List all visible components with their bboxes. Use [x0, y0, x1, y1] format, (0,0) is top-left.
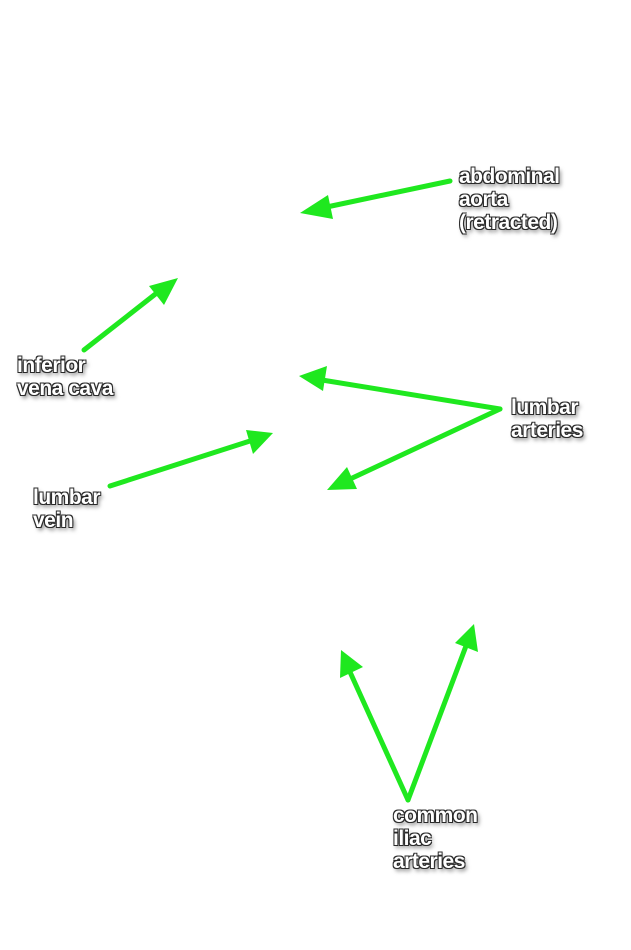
arrow-lumbar-artery-lower [327, 406, 503, 490]
label-line: aorta [459, 188, 508, 211]
label-line: (retracted) [459, 211, 558, 234]
label-line: vena cava [17, 377, 113, 400]
arrow-lumbar-vein [107, 430, 273, 489]
label-abdominal-aorta: abdominal aorta (retracted) [459, 165, 560, 234]
label-line: abdominal [459, 165, 560, 188]
label-lumbar-vein: lumbar vein [33, 486, 101, 532]
label-line: common [393, 804, 478, 827]
arrow-inferior-vena-cava [81, 278, 178, 353]
label-line: vein [33, 509, 74, 532]
label-line: lumbar [33, 486, 101, 509]
label-lumbar-arteries: lumbar arteries [511, 396, 583, 442]
arrow-common-iliac-left [340, 650, 411, 803]
arrow-common-iliac-right [405, 624, 478, 803]
label-common-iliac-arteries: common iliac arteries [393, 804, 478, 873]
arrow-abdominal-aorta [300, 178, 453, 219]
label-line: inferior [17, 354, 86, 377]
label-line: lumbar [511, 396, 579, 419]
label-line: iliac [393, 827, 432, 850]
arrow-lumbar-artery-upper [299, 366, 503, 412]
label-line: arteries [511, 419, 583, 442]
label-inferior-vena-cava: inferior vena cava [17, 354, 113, 400]
label-line: arteries [393, 850, 465, 873]
